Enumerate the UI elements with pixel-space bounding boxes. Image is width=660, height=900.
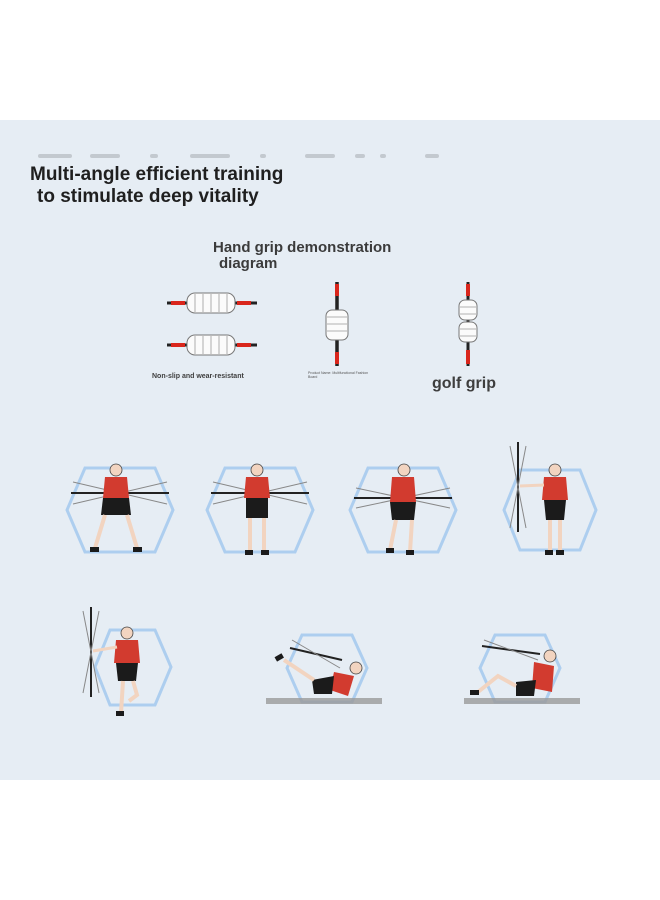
- exercise-wide-stance-horizontal: [65, 463, 175, 554]
- vertical-grip-illustration: [325, 282, 349, 366]
- exercise-seated-crunch: [464, 633, 580, 704]
- horizontal-grip-top: [167, 292, 257, 314]
- faint-text-strip: [30, 154, 610, 164]
- grip-title-line2: diagram: [219, 255, 278, 272]
- grip-title-line1: Hand grip demonstration: [213, 239, 392, 256]
- grip-section-title: Hand grip demonstration diagram: [213, 240, 391, 272]
- main-heading: Multi-angle efficient training to stimul…: [30, 164, 283, 208]
- exercise-side-vertical: [502, 442, 598, 555]
- golf-grip-illustration: [458, 282, 478, 366]
- product-panel: Multi-angle efficient training to stimul…: [0, 120, 660, 780]
- main-heading-line2: to stimulate deep vitality: [37, 186, 259, 207]
- product-name-caption: Product Name: Multifunctional Fashion Bo…: [308, 371, 369, 379]
- exercise-v-sit: [266, 633, 382, 704]
- exercise-lunge-horizontal: [348, 463, 458, 555]
- horizontal-grip-bottom: [167, 334, 257, 356]
- exercise-single-leg-vertical: [82, 607, 173, 716]
- non-slip-caption: Non-slip and wear-resistant: [152, 373, 244, 380]
- exercise-narrow-stance-horizontal: [205, 463, 315, 555]
- main-heading-line1: Multi-angle efficient training: [30, 164, 284, 185]
- golf-grip-caption: golf grip: [432, 375, 496, 392]
- horizontal-grip-illustration: [167, 292, 257, 356]
